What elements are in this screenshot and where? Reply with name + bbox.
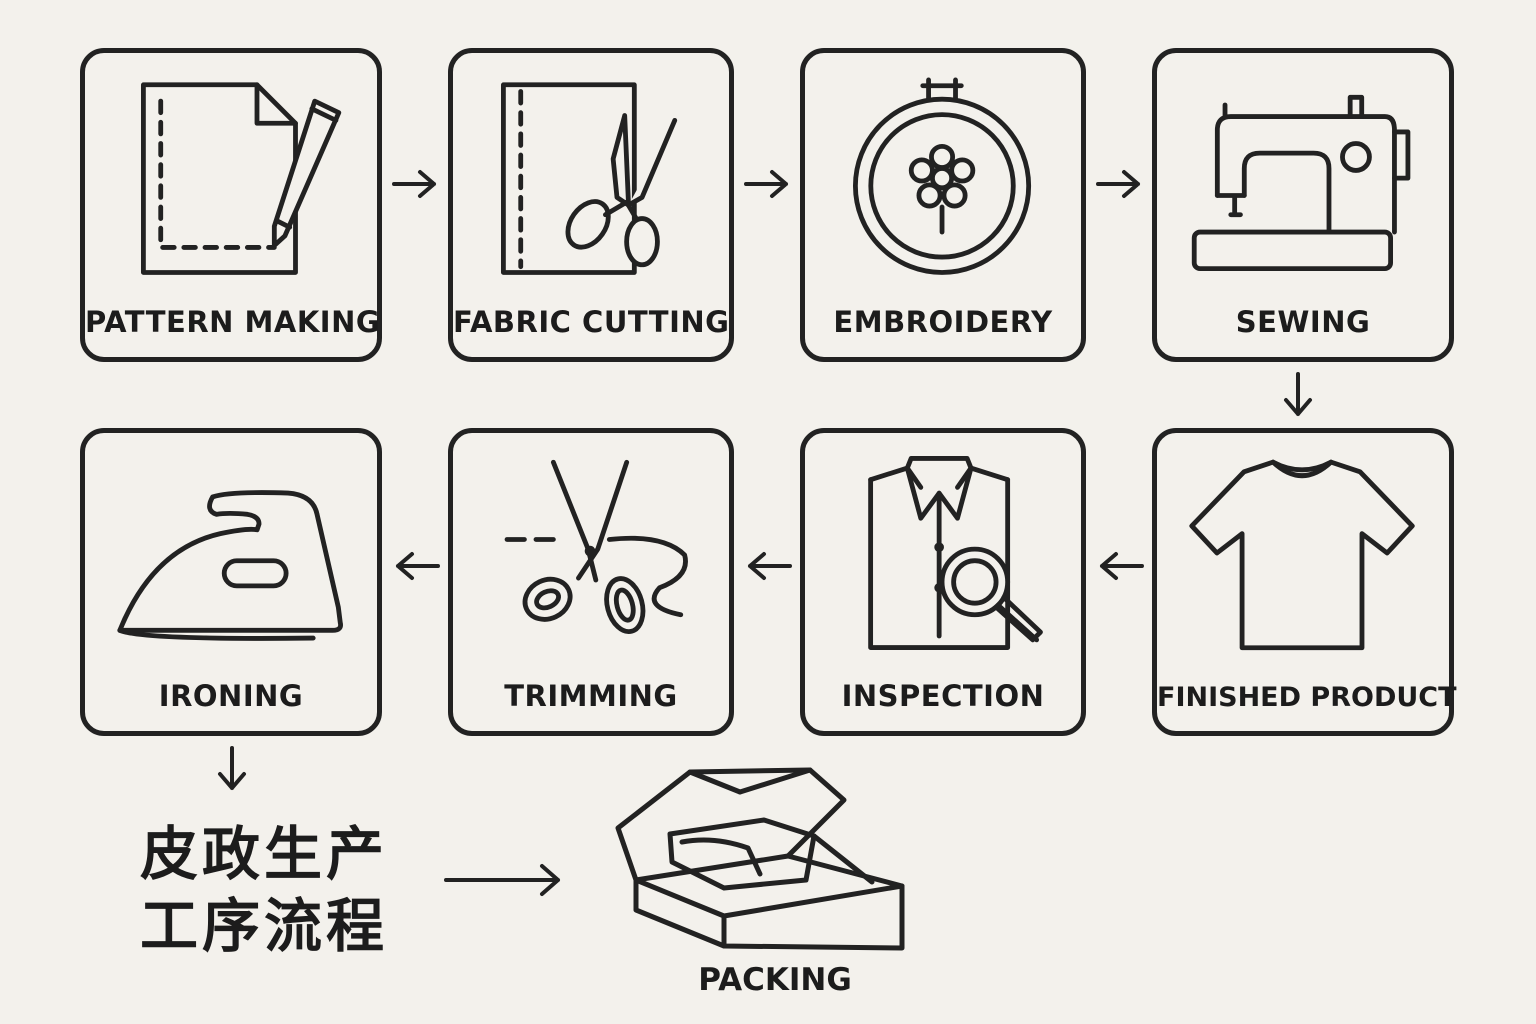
step-finished-product: FINISHED PRODUCT xyxy=(1152,428,1457,736)
step-label: PATTERN MAKING xyxy=(85,305,381,339)
step-trimming: TRIMMING xyxy=(448,428,734,736)
step-label: SEWING xyxy=(1235,305,1371,339)
step-inspection: INSPECTION xyxy=(800,428,1086,736)
step-label: FINISHED PRODUCT xyxy=(1157,682,1457,713)
step-label: EMBROIDERY xyxy=(833,305,1053,339)
step-sewing: SEWING xyxy=(1152,48,1454,362)
scissors-thread-icon xyxy=(504,459,688,634)
arrow-right-2 xyxy=(744,170,788,198)
step-label: FABRIC CUTTING xyxy=(453,305,730,339)
step-ironing: IRONING xyxy=(80,428,382,736)
title-line-2: 工序流程 xyxy=(140,892,389,960)
step-label: IRONING xyxy=(158,679,304,713)
t-shirt-icon xyxy=(1189,459,1415,651)
shirt-magnifier-icon xyxy=(868,456,1043,650)
arrow-left-3 xyxy=(396,552,440,580)
arrow-left-1 xyxy=(1100,552,1144,580)
arrow-left-2 xyxy=(748,552,792,580)
sewing-machine-icon xyxy=(1191,94,1411,272)
arrow-right-packing xyxy=(444,864,560,896)
arrow-down-2 xyxy=(218,746,246,790)
pattern-paper-pencil-icon xyxy=(140,82,342,275)
fabric-scissors-icon xyxy=(500,82,678,275)
title-line-1: 皮政生产 xyxy=(140,820,389,888)
step-fabric-cutting: FABRIC CUTTING xyxy=(448,48,734,362)
arrow-right-1 xyxy=(392,170,436,198)
step-embroidery: EMBROIDERY xyxy=(800,48,1086,362)
step-label-packing: PACKING xyxy=(698,962,852,998)
iron-icon xyxy=(117,490,343,641)
step-label: TRIMMING xyxy=(504,679,678,713)
step-label: INSPECTION xyxy=(841,679,1045,713)
process-title: 皮政生产 工序流程 xyxy=(140,818,400,962)
step-pattern-making: PATTERN MAKING xyxy=(80,48,382,362)
arrow-down-1 xyxy=(1284,372,1312,416)
open-box-icon xyxy=(615,767,905,951)
embroidery-hoop-flower-icon xyxy=(852,77,1032,275)
arrow-right-3 xyxy=(1096,170,1140,198)
